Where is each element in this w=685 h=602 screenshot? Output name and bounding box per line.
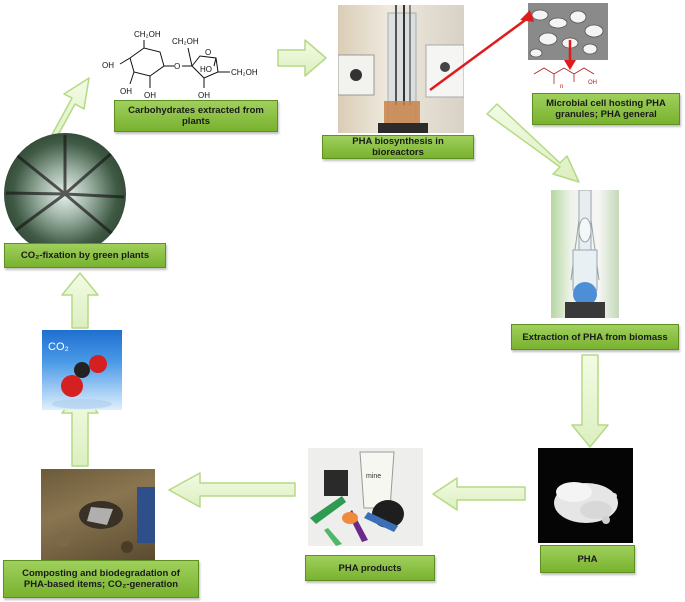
label-co2-fixation: CO₂-fixation by green plants (4, 243, 166, 268)
pha-powder-photo (538, 448, 633, 543)
sucrose-structure: CH₂OH OH OH OH O CH₂OH O HO CH₂OH OH (102, 30, 258, 100)
plastic-products-photo: mine (308, 448, 423, 546)
label-composting: Composting and biodegradation of PHA-bas… (3, 560, 199, 598)
label-microbial-cell: Microbial cell hosting PHA granules; PHA… (532, 93, 680, 125)
molecule-group: OH (120, 87, 132, 96)
cup-label: mine (366, 473, 381, 480)
molecule-group: CH₂OH (134, 30, 161, 39)
arrow-to-products (432, 477, 526, 511)
arrow-to-pha (571, 354, 609, 448)
molecule-group: CH₂OH (231, 68, 258, 77)
soil-compost-photo (41, 469, 155, 560)
svg-text:OH: OH (588, 80, 597, 86)
micrograph-photo (528, 3, 608, 60)
pha-structure: OH n (533, 67, 597, 90)
soxhlet-extractor-photo (551, 190, 619, 318)
label-bioreactors: PHA biosynthesis in bioreactors (322, 135, 474, 159)
molecule-group: O (174, 62, 180, 71)
label-pha: PHA (540, 545, 635, 573)
co2-molecule-image: CO₂ (42, 330, 122, 410)
co2-text: CO₂ (48, 341, 69, 353)
label-products: PHA products (305, 555, 435, 581)
forest-canopy-photo (4, 133, 126, 255)
bioreactor-photo (338, 5, 464, 133)
label-carbohydrates: Carbohydrates extracted from plants (114, 100, 278, 132)
arrow-to-composting (168, 472, 296, 508)
molecule-group: O (205, 48, 211, 57)
label-extraction: Extraction of PHA from biomass (511, 324, 679, 350)
svg-text:n: n (560, 84, 563, 90)
molecule-group: CH₂OH (172, 37, 199, 46)
molecule-group: HO (200, 65, 212, 74)
arrow-to-bioreactor (277, 39, 327, 77)
molecule-group: OH (198, 91, 210, 100)
molecule-group: OH (102, 61, 114, 70)
molecule-group: OH (144, 91, 156, 100)
arrow-to-co2-fixation (61, 272, 99, 329)
arrow-to-extraction (486, 103, 580, 183)
